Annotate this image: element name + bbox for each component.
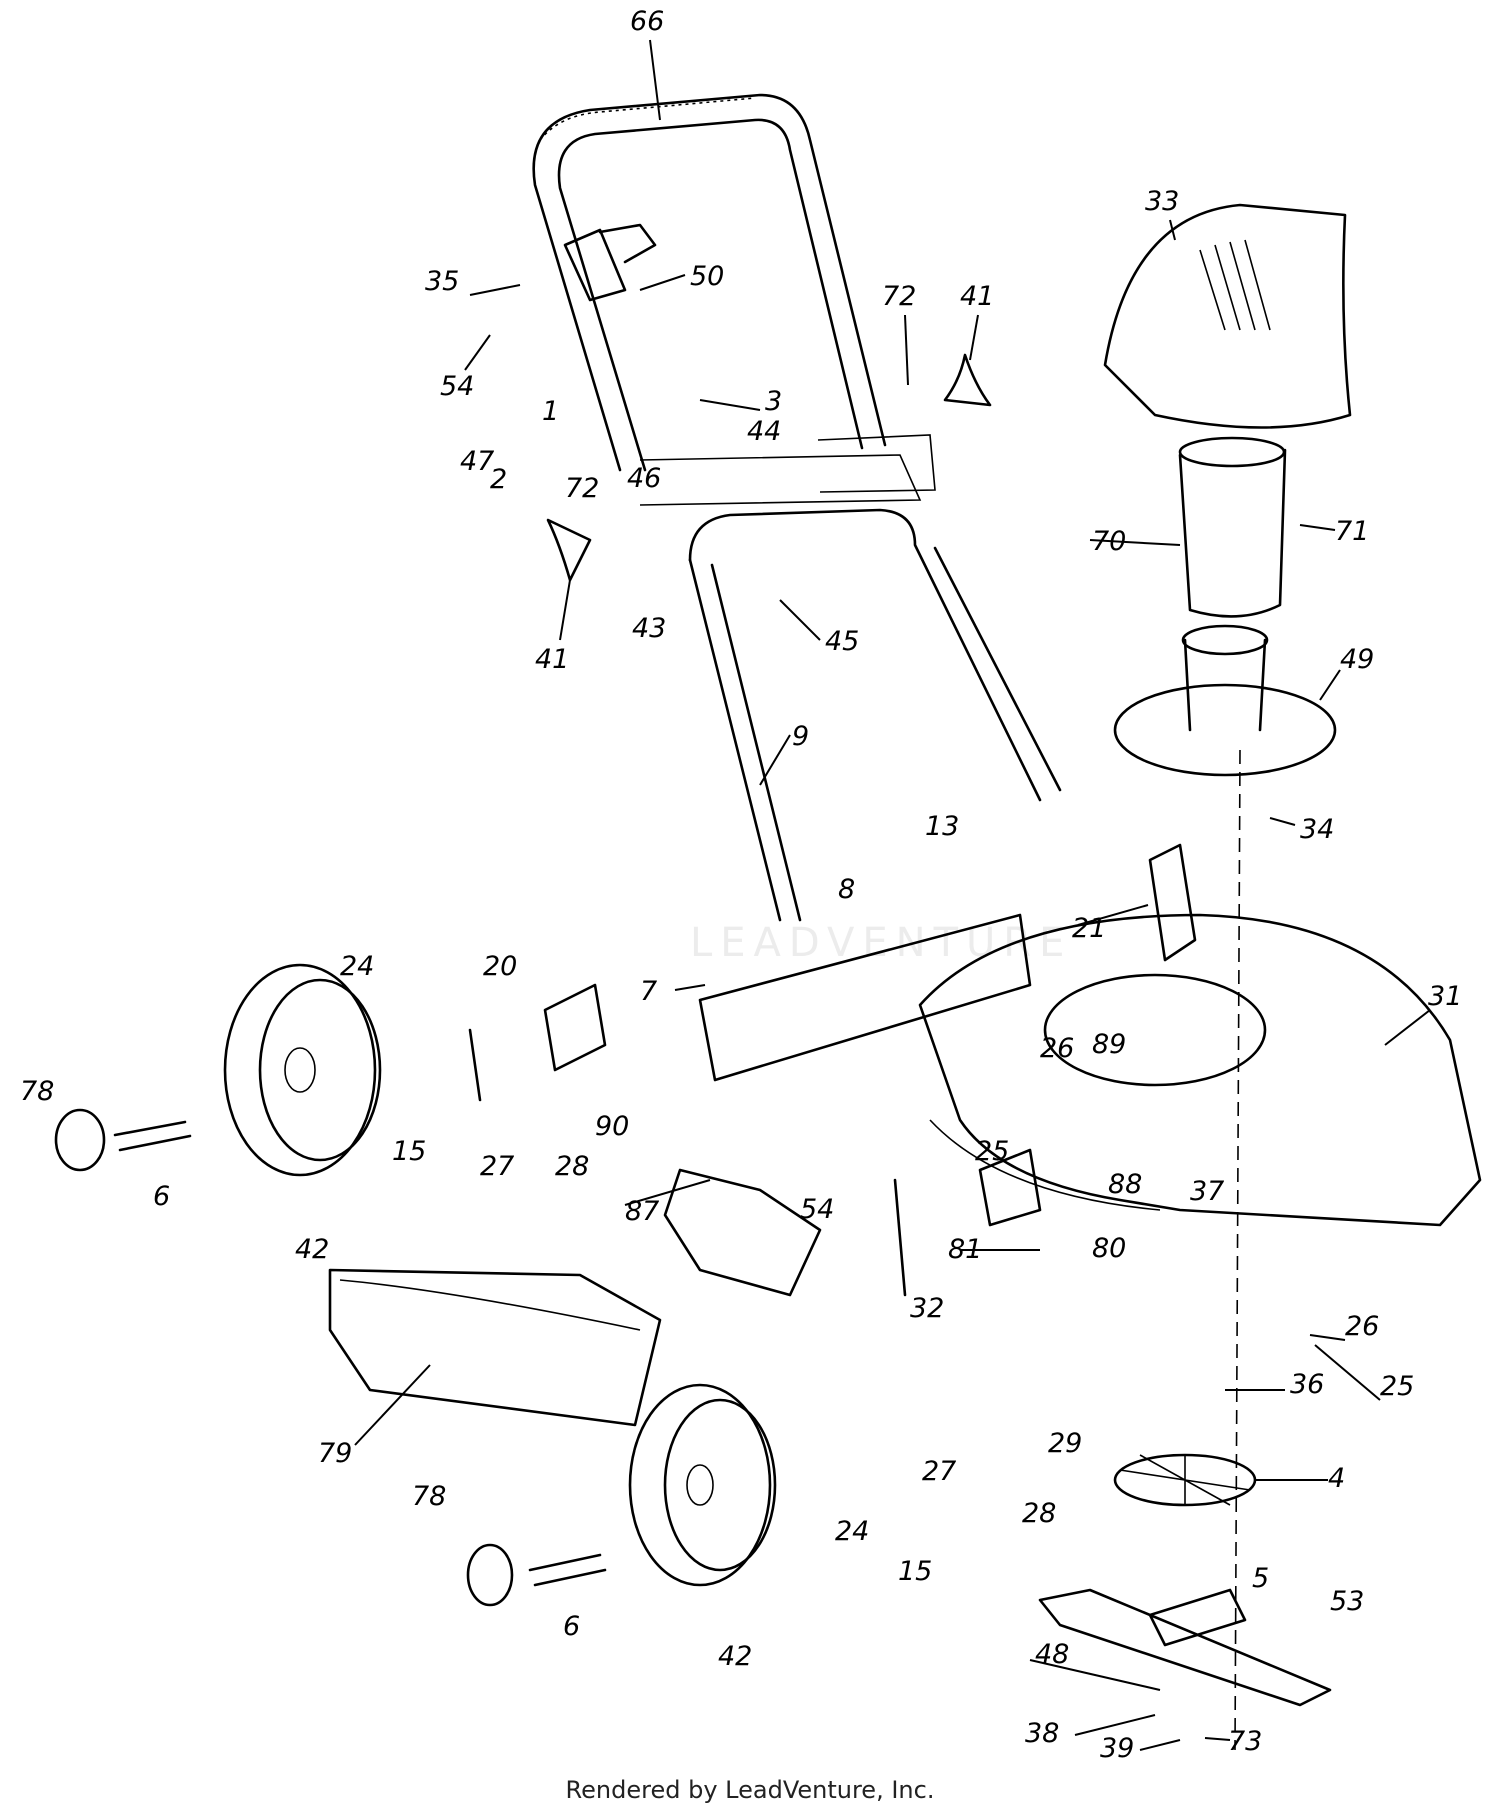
callout-13: 13 <box>925 811 959 842</box>
right-wing-knob <box>943 353 992 407</box>
callout-15b: 15 <box>898 1556 932 1587</box>
callout-26: 26 <box>1040 1033 1074 1064</box>
callout-6b: 6 <box>563 1611 580 1642</box>
upper-handle <box>532 93 887 472</box>
callout-38: 38 <box>1025 1718 1059 1749</box>
callout-72: 72 <box>882 281 916 312</box>
callout-50: 50 <box>690 261 724 292</box>
callout-66: 66 <box>630 6 664 37</box>
callout-8: 8 <box>838 874 855 905</box>
callout-33: 33 <box>1145 186 1179 217</box>
callout-43: 43 <box>632 613 666 644</box>
watermark: LEADVENTURE <box>690 920 1073 966</box>
callout-27b: 27 <box>922 1456 956 1487</box>
callout-45: 45 <box>825 626 859 657</box>
callout-54: 54 <box>440 371 474 402</box>
callout-35: 35 <box>425 266 459 297</box>
motor-housing-cylinder <box>1178 436 1287 618</box>
leader-lines <box>354 39 1431 1751</box>
callout-78b: 78 <box>412 1481 446 1512</box>
callout-9: 9 <box>792 721 809 752</box>
callout-79: 79 <box>318 1438 352 1469</box>
callout-26b: 26 <box>1345 1311 1379 1342</box>
callout-78: 78 <box>20 1076 54 1107</box>
callout-31: 31 <box>1428 981 1462 1012</box>
callout-2: 2 <box>490 464 507 495</box>
front-handle-bar <box>663 1168 822 1297</box>
rear-deflector <box>698 913 1032 1082</box>
callout-32: 32 <box>910 1293 944 1324</box>
callout-41: 41 <box>960 281 994 312</box>
callout-46: 46 <box>627 463 661 494</box>
callout-7: 7 <box>640 976 657 1007</box>
callout-39: 39 <box>1100 1733 1134 1764</box>
callout-15: 15 <box>392 1136 426 1167</box>
callout-labels: 66 33 35 50 72 41 54 3 1 47 44 2 46 72 7… <box>20 6 1462 1764</box>
callout-71: 71 <box>1335 516 1369 547</box>
callout-53: 53 <box>1330 1586 1364 1617</box>
callout-44: 44 <box>747 416 781 447</box>
lower-handle <box>688 508 1062 922</box>
front-wheel <box>628 1383 777 1587</box>
motor-cover <box>1103 203 1352 429</box>
callout-24: 24 <box>340 951 374 982</box>
callout-72b: 72 <box>565 473 599 504</box>
callout-29: 29 <box>1048 1428 1082 1459</box>
front-hubcap <box>466 1543 514 1607</box>
control-bar <box>563 223 657 302</box>
fan <box>1113 1453 1257 1507</box>
callout-36: 36 <box>1290 1369 1324 1400</box>
callout-34: 34 <box>1300 814 1334 845</box>
callout-25: 25 <box>975 1136 1009 1167</box>
callout-41b: 41 <box>535 644 569 675</box>
motor-base-flange <box>1113 624 1337 777</box>
rear-height-adjuster <box>468 983 607 1102</box>
grass-chute <box>328 1268 662 1427</box>
callout-28: 28 <box>555 1151 589 1182</box>
callout-37: 37 <box>1190 1176 1224 1207</box>
callout-1: 1 <box>542 396 559 427</box>
blade <box>1038 1588 1332 1707</box>
callout-88: 88 <box>1108 1169 1142 1200</box>
blade-adapter <box>1148 1588 1247 1647</box>
callout-49: 49 <box>1340 644 1374 675</box>
callout-47: 47 <box>460 446 494 477</box>
handle-mount-plates <box>639 434 936 506</box>
footer-credit: Rendered by LeadVenture, Inc. <box>565 1776 935 1804</box>
callout-80: 80 <box>1092 1233 1126 1264</box>
callout-27: 27 <box>480 1151 514 1182</box>
callout-87: 87 <box>625 1196 659 1227</box>
centerline-dash <box>1234 749 1241 1751</box>
callout-6: 6 <box>153 1181 170 1212</box>
rear-hubcap <box>54 1108 106 1172</box>
callout-24b: 24 <box>835 1516 869 1547</box>
front-height-adjuster <box>893 1148 1042 1297</box>
left-wing-knob <box>546 518 592 582</box>
callout-28b: 28 <box>1022 1498 1056 1529</box>
callout-90: 90 <box>595 1111 629 1142</box>
callout-4: 4 <box>1328 1463 1345 1494</box>
rear-axle-bolt <box>113 1120 192 1152</box>
callout-73: 73 <box>1228 1726 1262 1757</box>
front-axle-bolt <box>528 1553 607 1587</box>
callout-3: 3 <box>765 386 782 417</box>
callout-20: 20 <box>483 951 517 982</box>
callout-54b: 54 <box>800 1194 834 1225</box>
rear-wheel <box>223 963 382 1177</box>
callout-42b: 42 <box>718 1641 752 1672</box>
callout-25b: 25 <box>1380 1371 1414 1402</box>
callout-89: 89 <box>1092 1029 1126 1060</box>
height-bracket <box>1148 843 1197 962</box>
callout-5: 5 <box>1252 1563 1269 1594</box>
callout-42: 42 <box>295 1234 329 1265</box>
